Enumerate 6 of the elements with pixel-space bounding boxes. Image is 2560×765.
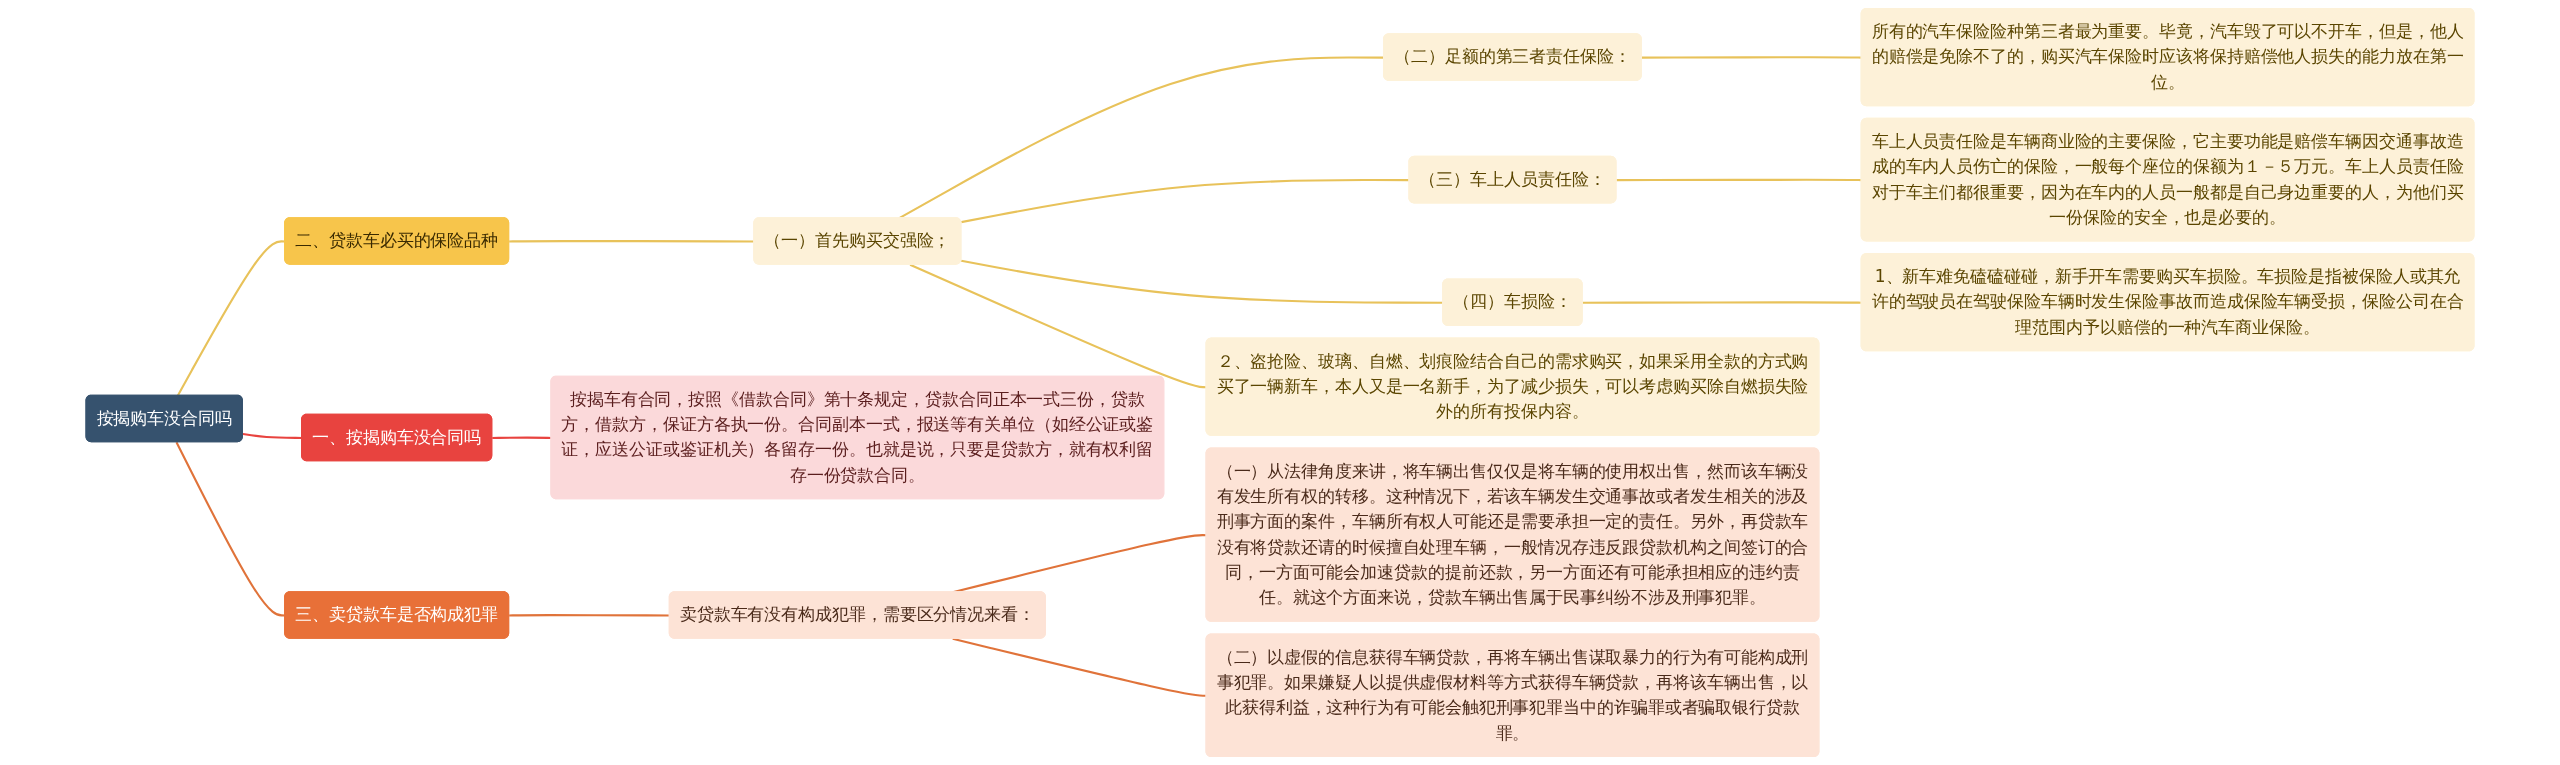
connector — [1641, 56, 1862, 59]
connector — [1582, 301, 1862, 304]
connector — [1616, 178, 1862, 182]
connector — [509, 614, 670, 617]
connector — [909, 263, 1207, 389]
connector — [952, 637, 1207, 697]
